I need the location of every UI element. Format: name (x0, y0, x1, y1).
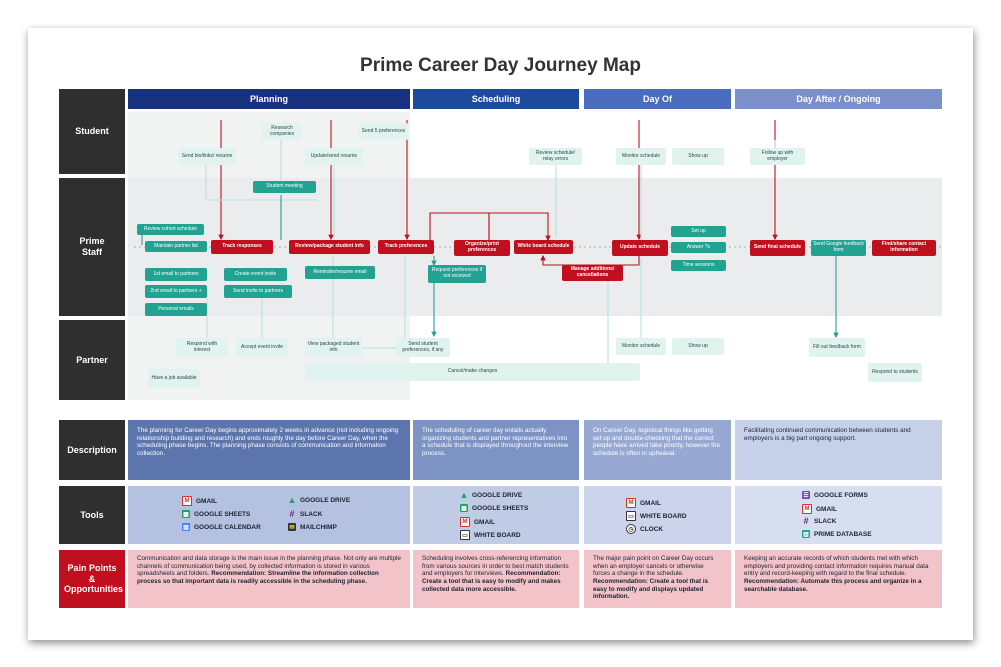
tool-prime-database: ▥PRIME DATABASE (802, 530, 872, 538)
google-forms-icon: ☰ (802, 491, 810, 499)
node-view-packaged-student-info: View packaged student info (305, 338, 362, 357)
pain-points-scheduling: Scheduling involves cross-referencing in… (413, 550, 579, 608)
tools-day-after-bg (735, 486, 942, 544)
slack-icon: # (289, 509, 295, 519)
node-track-responses: Track responses (211, 240, 273, 254)
node-show-up-partner: Show up (672, 338, 724, 355)
node-answer-questions: Answer ?s (671, 242, 726, 253)
google-sheets-icon: ▦ (460, 504, 468, 512)
node-fill-out-feedback-form: Fill out feedback form (809, 338, 865, 357)
phase-planning: Planning (128, 89, 410, 109)
tool-slack: #SLACK (289, 509, 323, 519)
clock-icon: ◷ (626, 524, 636, 534)
node-send-google-feedback-form: Send Google feedback form (811, 240, 866, 256)
row-label-student: Student (59, 89, 125, 174)
node-send-5-preferences: Send 5 preferences (359, 123, 408, 140)
row-label-partner: Partner (59, 320, 125, 400)
gmail-icon: M (182, 496, 192, 506)
node-time-sessions: Time sessions (671, 260, 726, 271)
node-set-up: Set up (671, 226, 726, 237)
tool-slack: #SLACK (803, 516, 837, 526)
tool-white-board: ▭WHITE BOARD (626, 511, 687, 521)
tool-google-forms: ☰GOOGLE FORMS (802, 491, 868, 499)
gmail-icon: M (626, 498, 636, 508)
tool-google-sheets: ▦GOOGLE SHEETS (460, 504, 529, 512)
tool-clock: ◷CLOCK (626, 524, 663, 534)
tool-google-sheets: ▦GOOGLE SHEETS (182, 510, 251, 518)
node-update-send-resume: Update/send resume (305, 148, 363, 165)
description-planning: The planning for Career Day begins appro… (128, 420, 410, 480)
node-2nd-email-to-partners: 2nd email to partners + (145, 285, 207, 298)
node-respond-to-students: Respond to students (868, 363, 922, 382)
node-accept-event-invite: Accept event invite (236, 338, 288, 357)
node-review-package-student-info: Review/package student info (289, 240, 370, 254)
node-follow-up-with-employer: Follow up with employer (750, 148, 805, 165)
row-label-prime-staff: Prime Staff (59, 178, 125, 316)
tools-day-of-bg (584, 486, 731, 544)
node-research-companies: Research companies (262, 123, 302, 140)
tools-planning-bg (128, 486, 410, 544)
tools-scheduling-bg (413, 486, 579, 544)
phase-scheduling: Scheduling (413, 89, 579, 109)
google-drive-icon: ▲ (287, 495, 297, 505)
phase-day-of: Day Of (584, 89, 731, 109)
description-day-of: On Career Day, logistical things like ge… (584, 420, 731, 480)
tool-google-calendar: ▤GOOGLE CALENDAR (182, 523, 261, 531)
node-track-preferences: Track preferences (378, 240, 434, 254)
node-send-final-schedule: Send final schedule (750, 240, 805, 256)
node-respond-with-interest: Respond with interest (176, 338, 228, 357)
node-whiteboard-schedule: White board schedule (514, 240, 573, 254)
node-send-student-preferences: Send student preferences, if any (396, 338, 450, 357)
row-label-pain-points: Pain Points & Opportunities (59, 550, 125, 608)
mailchimp-icon: ✉ (288, 523, 296, 531)
tool-mailchimp: ✉MAILCHIMP (288, 523, 337, 531)
node-maintain-partner-list: Maintain partner list (145, 241, 207, 252)
phase-day-after: Day After / Ongoing (735, 89, 942, 109)
node-cancel-make-changes: Cancel/make changes (305, 363, 640, 381)
slack-icon: # (803, 516, 809, 526)
node-manage-additions-cancellations: Manage additions/ cancellations (562, 265, 623, 281)
node-create-event-invite: Create event invite (224, 268, 287, 281)
node-organize-print-preferences: Organize/print preferences (454, 240, 510, 256)
gmail-icon: M (802, 504, 812, 514)
database-icon: ▥ (802, 530, 810, 538)
node-request-preferences: Request preferences if not received (428, 265, 486, 283)
row-label-tools: Tools (59, 486, 125, 544)
node-monitor-schedule-student: Monitor schedule (616, 148, 666, 165)
gmail-icon: M (460, 517, 470, 527)
node-find-share-contact-info: Find/share contact information (872, 240, 936, 256)
whiteboard-icon: ▭ (460, 530, 470, 540)
node-review-cohort-schedule: Review cohort schedule (137, 224, 204, 235)
tool-google-drive: ▲GOOGLE DRIVE (287, 495, 351, 505)
node-student-meeting: Student meeting (253, 181, 316, 193)
page-title: Prime Career Day Journey Map (360, 55, 641, 76)
description-day-after: Facilitating continued communication bet… (735, 420, 942, 480)
node-monitor-schedule-partner: Monitor schedule (616, 338, 666, 355)
node-review-schedule-relay-errors: Review schedule/ relay errors (529, 148, 582, 165)
google-calendar-icon: ▤ (182, 523, 190, 531)
pain-points-day-after: Keeping an accurate records of which stu… (735, 550, 942, 608)
tool-google-drive: ▲GOOGLE DRIVE (459, 490, 523, 500)
google-sheets-icon: ▦ (182, 510, 190, 518)
google-drive-icon: ▲ (459, 490, 469, 500)
node-reminder-resume-email: Reminder/resume email (305, 266, 375, 279)
node-1st-email-to-partners: 1st email to partners (145, 268, 207, 281)
tool-white-board: ▭WHITE BOARD (460, 530, 521, 540)
node-update-schedule: Update schedule (612, 240, 668, 256)
pain-points-planning: Communication and data storage is the ma… (128, 550, 410, 608)
node-have-a-job-available: Have a job available (148, 369, 200, 388)
node-show-up-student: Show up (672, 148, 724, 165)
node-send-invite-to-partners: Send invite to partners (224, 285, 292, 298)
node-send-bio-links-resume: Send bio/links/ resume (178, 148, 236, 165)
pain-points-day-of: The major pain point on Career Day occur… (584, 550, 731, 608)
node-personal-emails: Personal emails (145, 303, 207, 316)
whiteboard-icon: ▭ (626, 511, 636, 521)
description-scheduling: The scheduling of career day entails act… (413, 420, 579, 480)
row-label-description: Description (59, 420, 125, 480)
